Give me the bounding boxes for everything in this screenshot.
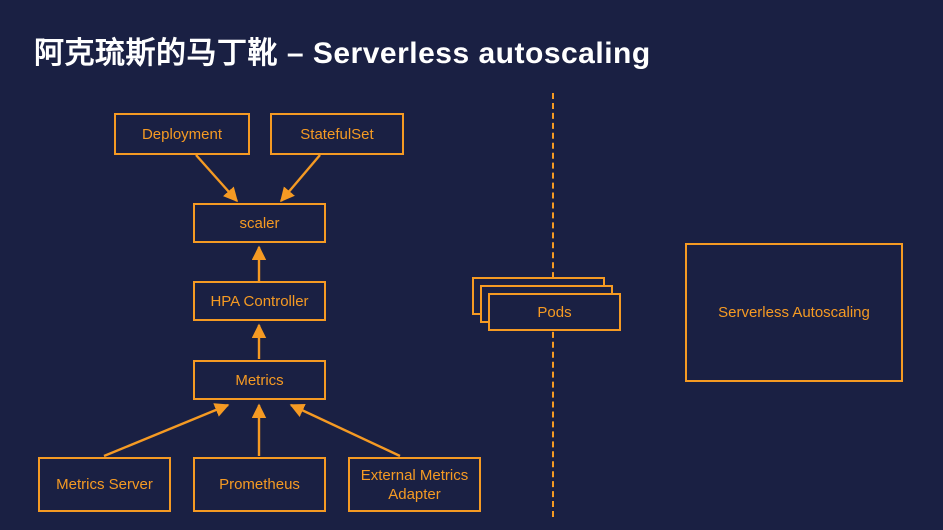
page-title: 阿克琉斯的马丁靴 – Serverless autoscaling — [34, 37, 651, 70]
box-scaler[interactable]: scaler — [193, 203, 326, 243]
pod-layer-front[interactable]: Pods — [488, 293, 621, 331]
box-serverless-autoscaling[interactable]: Serverless Autoscaling — [685, 243, 903, 382]
box-scaler-label: scaler — [239, 214, 280, 232]
box-hpa-controller[interactable]: HPA Controller — [193, 281, 326, 321]
box-metrics-server[interactable]: Metrics Server — [38, 457, 171, 512]
box-hpa-controller-label: HPA Controller — [210, 292, 309, 310]
box-external-metrics-adapter-label-line2: Adapter — [388, 485, 441, 503]
box-pods-label: Pods — [537, 303, 572, 321]
box-serverless-autoscaling-label: Serverless Autoscaling — [718, 304, 870, 321]
box-metrics[interactable]: Metrics — [193, 360, 326, 400]
pods-stack[interactable]: Pods — [472, 277, 636, 347]
box-prometheus-label: Prometheus — [219, 476, 300, 493]
box-external-metrics-adapter-label-line1: External Metrics — [360, 466, 469, 484]
box-metrics-label: Metrics — [235, 371, 284, 389]
box-statefulset[interactable]: StatefulSet — [270, 113, 404, 155]
box-metrics-server-label: Metrics Server — [56, 476, 153, 493]
box-deployment[interactable]: Deployment — [114, 113, 250, 155]
box-statefulset-label: StatefulSet — [300, 125, 374, 143]
box-prometheus[interactable]: Prometheus — [193, 457, 326, 512]
box-deployment-label: Deployment — [141, 125, 223, 143]
box-external-metrics-adapter[interactable]: External Metrics Adapter — [348, 457, 481, 512]
